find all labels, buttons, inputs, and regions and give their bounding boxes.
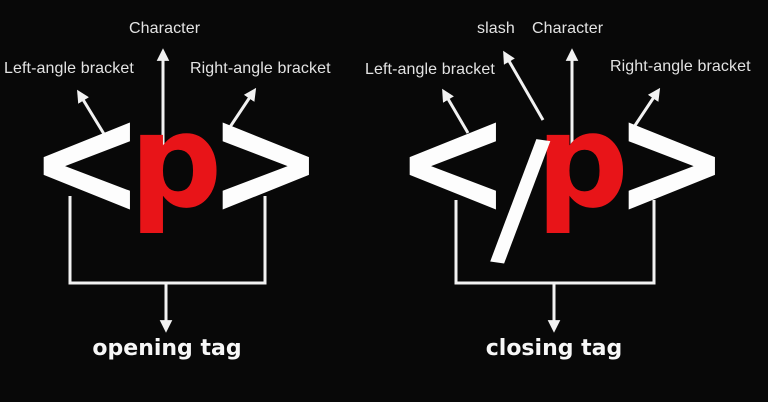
arrow-up-icon-closing-slash — [503, 50, 545, 121]
closing-tag-connectors — [442, 48, 661, 333]
closing-left-angle-label: Left-angle bracket — [365, 61, 495, 78]
underbrace-closing — [454, 200, 656, 285]
p-character-glyph: p — [129, 85, 222, 237]
closing-tag-glyph: </p> — [366, 84, 746, 289]
closing-tag-caption: closing tag — [485, 336, 623, 361]
opening-character-label: Character — [129, 20, 201, 37]
opening-tag-glyph: <p> — [10, 84, 330, 237]
underbrace-opening — [68, 196, 267, 285]
p-character-glyph: p — [535, 85, 629, 237]
right-angle-bracket-glyph: > — [207, 71, 324, 251]
arrow-up-icon-closing-right-angle — [630, 87, 661, 131]
left-angle-bracket-glyph: < — [394, 71, 511, 251]
closing-character-label: Character — [532, 20, 604, 37]
arrow-up-icon-opening-left-angle — [77, 89, 106, 135]
opening-right-angle-label: Right-angle bracket — [190, 60, 331, 77]
arrow-up-icon-opening-right-angle — [224, 87, 257, 134]
opening-tag-caption: opening tag — [92, 336, 242, 361]
opening-tag-connectors — [68, 48, 267, 333]
opening-left-angle-label: Left-angle bracket — [4, 60, 134, 77]
right-angle-bracket-glyph: > — [614, 71, 730, 251]
closing-slash-label: slash — [477, 20, 515, 37]
arrow-up-icon-closing-left-angle — [442, 88, 470, 134]
left-angle-bracket-glyph: < — [29, 71, 145, 251]
closing-right-angle-label: Right-angle bracket — [610, 58, 751, 75]
